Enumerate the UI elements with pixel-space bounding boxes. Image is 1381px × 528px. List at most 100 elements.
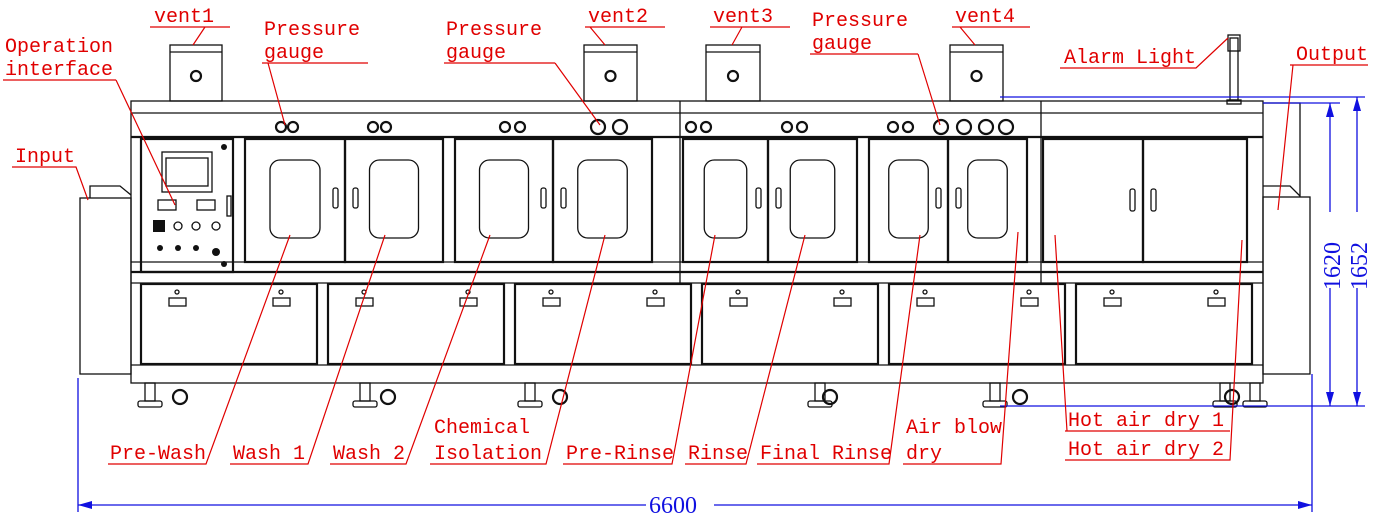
drawer-panel: [887, 282, 1067, 366]
pressure-gauge-icon: [513, 120, 527, 134]
door-panels: [243, 137, 1249, 264]
drawer-lock-icon: [1213, 289, 1219, 295]
label-text: Wash 2: [333, 443, 405, 466]
label-text: Pre-Rinse: [566, 443, 674, 466]
door-window: [269, 159, 321, 239]
label-vent4: vent4: [952, 6, 1030, 46]
dimension-text-mask: [646, 490, 714, 516]
pressure-gauge-icon: [795, 120, 809, 134]
leader-line: [563, 234, 716, 465]
foot-stem: [144, 382, 156, 402]
label-text: Operation: [5, 36, 113, 59]
panel-frame: [139, 137, 235, 274]
door: [551, 137, 654, 264]
drawer-handle-icon: [355, 297, 374, 307]
door-frame: [946, 137, 1029, 264]
leader-line: [585, 26, 665, 46]
door-handle-icon: [775, 187, 782, 209]
label-text: Input: [15, 146, 75, 169]
pressure-gauge-icon: [932, 118, 950, 136]
touchscreen-display: [165, 157, 209, 187]
label-vent2: vent2: [585, 6, 665, 46]
drawer-handle-icon: [1020, 297, 1039, 307]
leader-line: [1054, 234, 1230, 432]
door-frame: [243, 137, 347, 264]
leveling-foot: [352, 382, 378, 408]
label-text: Final Rinse: [760, 443, 892, 466]
vent: [169, 44, 223, 102]
door-frame: [343, 137, 445, 264]
door: [766, 137, 859, 264]
door-handle-icon: [560, 187, 567, 209]
drawer-handle-icon: [833, 297, 852, 307]
drawer-handle-icon: [1103, 297, 1122, 307]
leader-line: [12, 166, 89, 201]
drawer: [700, 282, 880, 366]
leader-line: [330, 234, 491, 465]
pressure-gauge-icon: [379, 120, 393, 134]
caster-wheel-icon: [821, 388, 839, 406]
label-text: dry: [906, 443, 942, 466]
pressure-gauge-icon: [886, 120, 900, 134]
drawer-panel: [326, 282, 506, 366]
vent-damper-icon: [604, 69, 617, 83]
output-upper-section: [1263, 102, 1301, 197]
drawer-handle-icon: [729, 297, 748, 307]
foot-stem: [989, 382, 1001, 402]
label-hot-air-dry-1: Hot air dry 1: [1054, 234, 1230, 433]
drawer-lock-icon: [548, 289, 554, 295]
selector-knob-icon: [175, 245, 181, 251]
label-vent3: vent3: [710, 6, 790, 46]
panel-screw-icon: [221, 144, 227, 150]
door: [1041, 137, 1145, 264]
door: [867, 137, 950, 264]
tank-drawers: [139, 282, 1254, 366]
leader-line: [262, 62, 368, 126]
foot-stem: [1249, 382, 1261, 402]
pressure-gauges: [274, 118, 1015, 136]
panel-switch: [196, 199, 216, 211]
label-text: Pressure: [264, 19, 360, 42]
pressure-gauge-icon: [684, 120, 698, 134]
door-window: [703, 159, 748, 239]
door-frame: [453, 137, 555, 264]
door-window: [888, 159, 929, 239]
touchscreen-bezel: [161, 151, 213, 193]
foot-stem: [359, 382, 371, 402]
door-frame: [681, 137, 770, 264]
foot-pad: [1242, 400, 1268, 408]
door: [343, 137, 445, 264]
label-text: Alarm Light: [1064, 47, 1196, 70]
label-text: Pressure: [812, 10, 908, 33]
label-text: Hot air dry 1: [1068, 410, 1224, 433]
drawer-lock-icon: [652, 289, 658, 295]
label-text: gauge: [264, 42, 324, 65]
pressure-gauge-icon: [780, 120, 794, 134]
leader-line: [150, 26, 230, 46]
drawer-handle-icon: [1207, 297, 1226, 307]
label-output: Output: [1277, 44, 1368, 211]
label-text: vent1: [154, 6, 214, 29]
door-frame: [766, 137, 859, 264]
label-final-rinse: Final Rinse: [757, 234, 921, 466]
door-handle-icon: [332, 187, 339, 209]
label-pre-rinse: Pre-Rinse: [563, 234, 716, 466]
label-vent1: vent1: [150, 6, 230, 46]
leader-line: [903, 231, 1019, 465]
panel-switch: [157, 199, 177, 211]
leader-line: [444, 62, 601, 126]
door-window: [577, 159, 628, 239]
caster-wheel-icon: [551, 388, 569, 406]
drawer: [1074, 282, 1254, 366]
alarm-light-base: [1226, 99, 1242, 105]
leader-line: [3, 79, 176, 206]
drawer: [513, 282, 693, 366]
leader-line: [810, 53, 941, 126]
leader-line: [685, 234, 806, 465]
drawer-handle-icon: [272, 297, 291, 307]
operation-interface-panel: [139, 137, 235, 274]
dimension-length-overall: 6600: [649, 493, 697, 519]
drawer-panel: [1074, 282, 1254, 366]
drawer-lock-icon: [278, 289, 284, 295]
